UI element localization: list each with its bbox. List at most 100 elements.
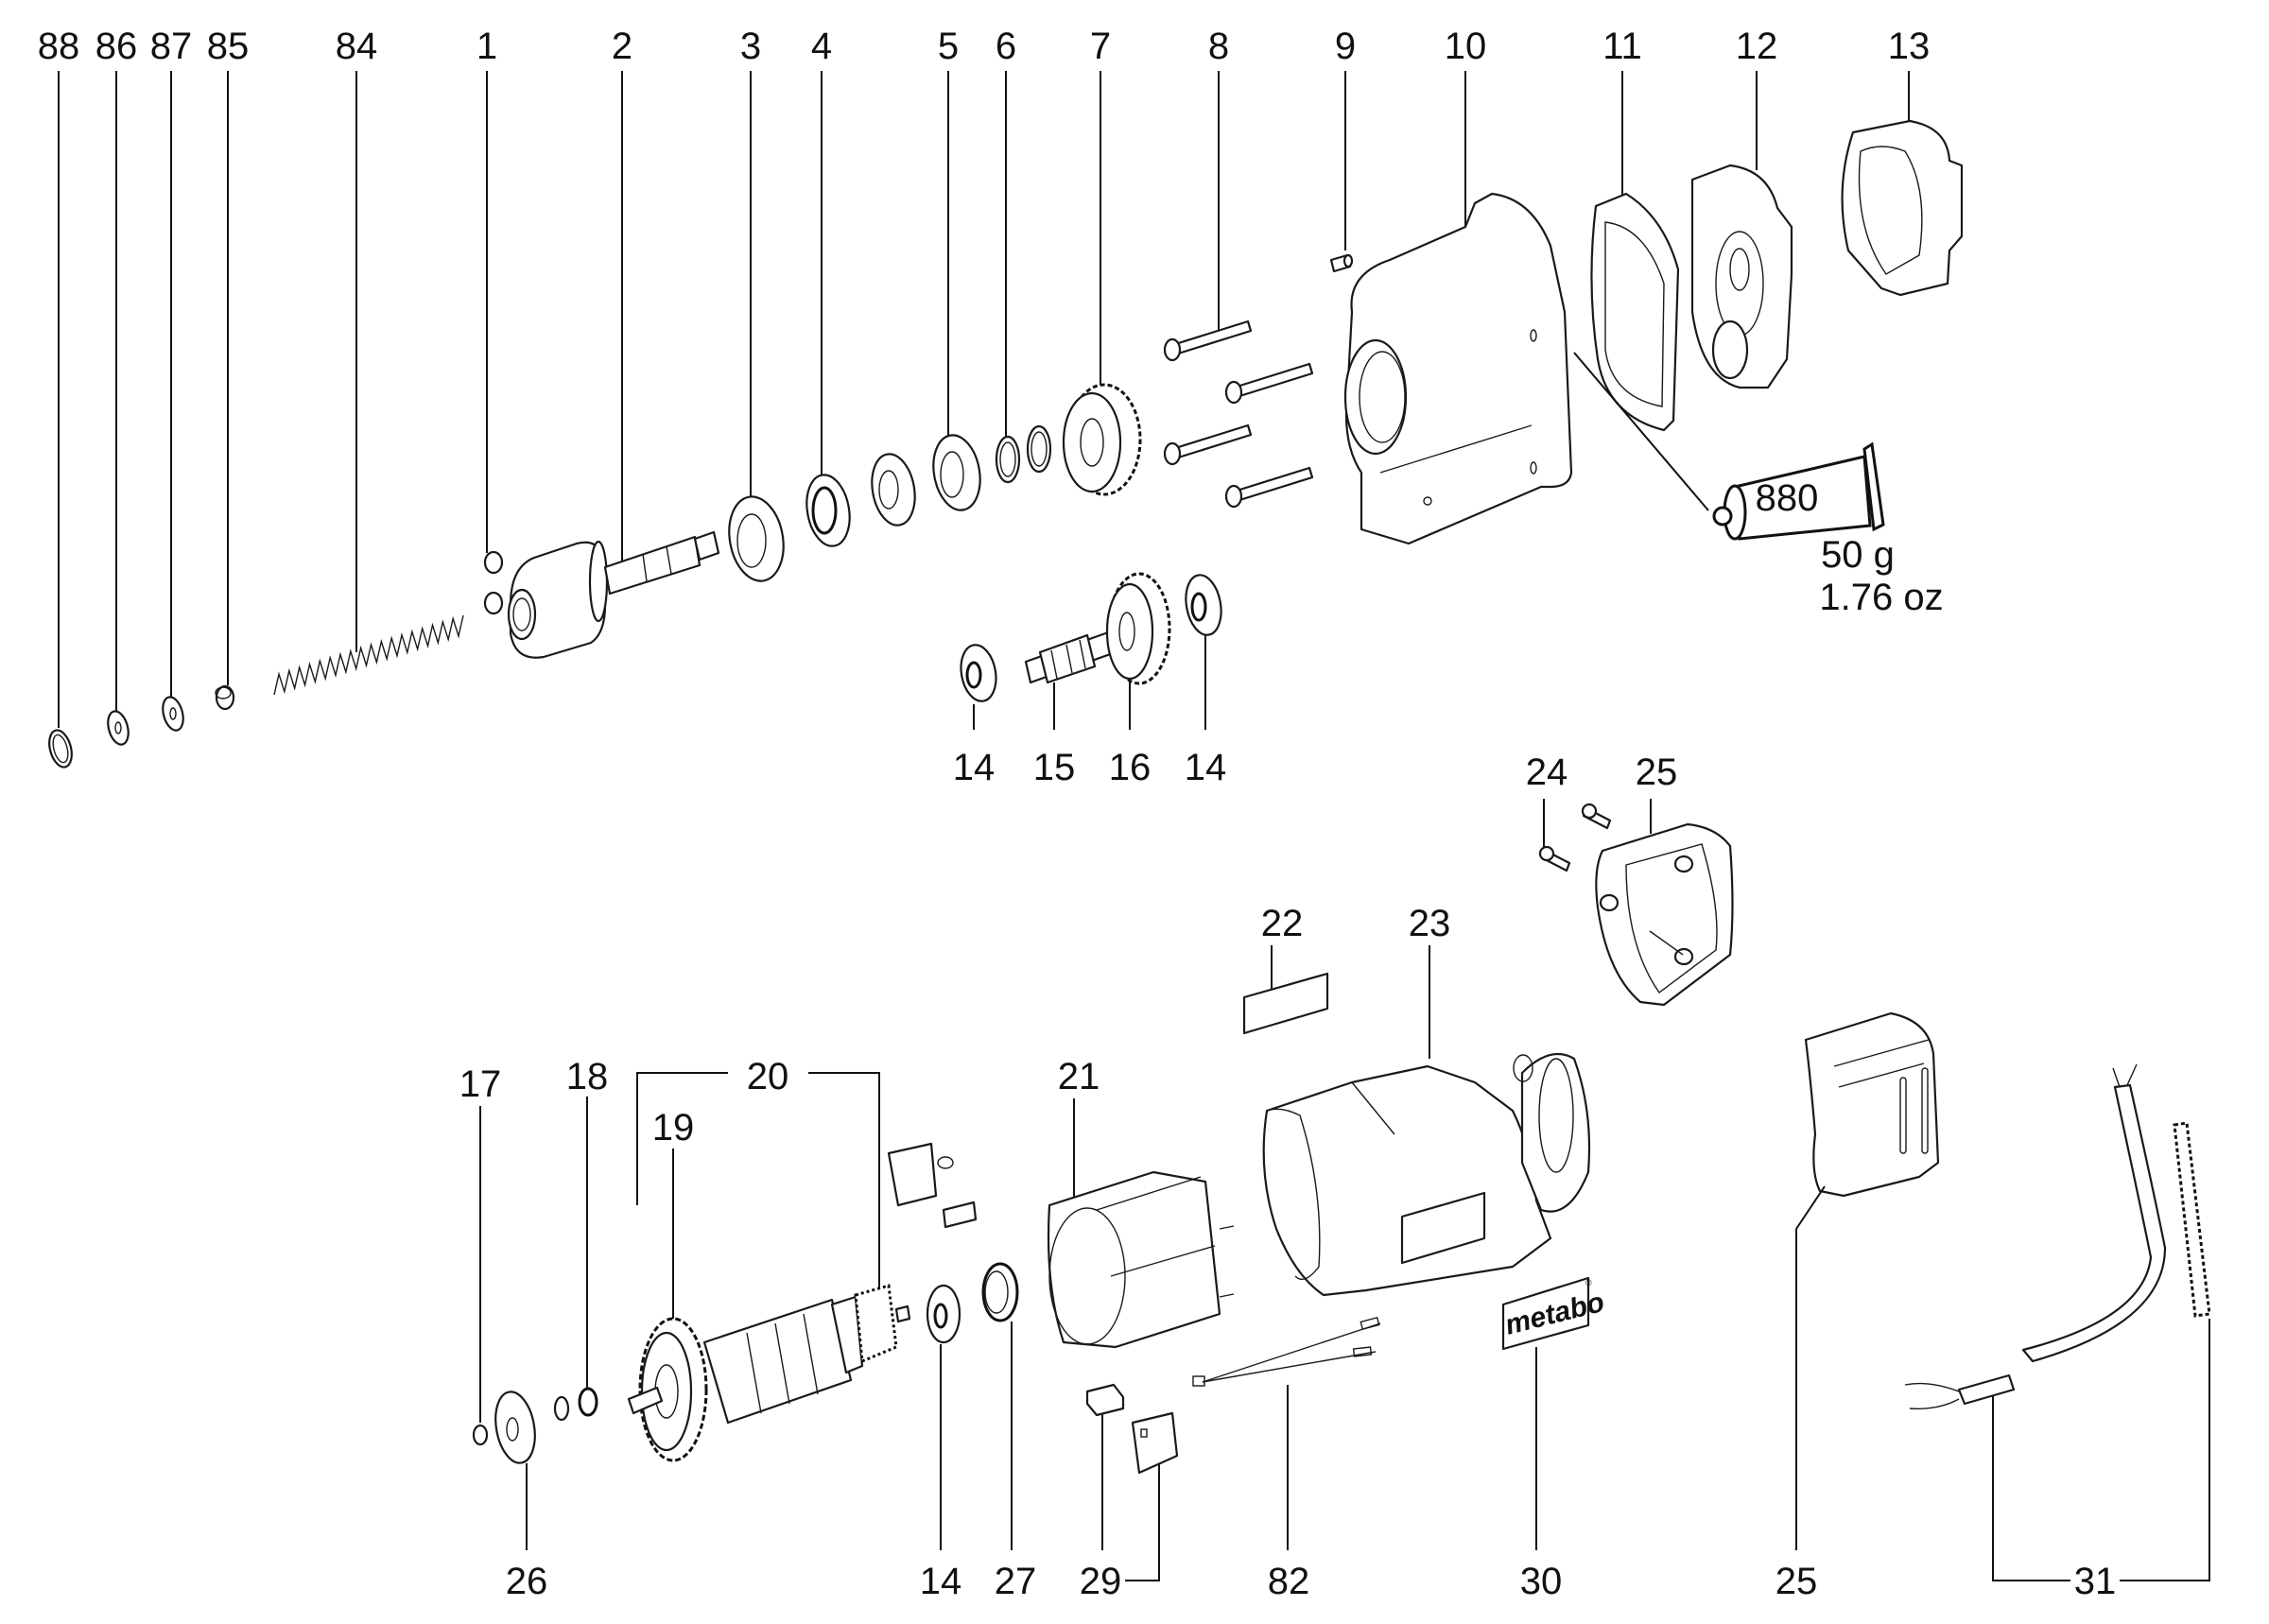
label-25b: 25 bbox=[1775, 1561, 1818, 1602]
grease-leader-line bbox=[1573, 352, 1709, 511]
part-30-metabo-badge: metabo ® bbox=[1502, 1276, 1607, 1351]
label-11: 11 bbox=[1602, 26, 1642, 67]
part-22-rating-plate bbox=[1242, 972, 1329, 1035]
label-85: 85 bbox=[207, 26, 250, 67]
label-29: 29 bbox=[1080, 1561, 1122, 1602]
part-84-spring bbox=[273, 614, 464, 696]
part-4-seal bbox=[805, 474, 851, 547]
label-17: 17 bbox=[459, 1063, 502, 1105]
part-85-plug bbox=[215, 684, 235, 711]
label-8: 8 bbox=[1208, 26, 1229, 67]
part-brush-holder-upper bbox=[887, 1142, 954, 1207]
label-1: 1 bbox=[476, 26, 497, 67]
part-sleeve bbox=[871, 453, 916, 527]
label-3: 3 bbox=[740, 26, 761, 67]
part-14-bearing-lower bbox=[926, 1284, 961, 1344]
label-14a: 14 bbox=[953, 747, 996, 788]
part-6-shims bbox=[995, 424, 1052, 484]
part-86-washer bbox=[107, 710, 130, 746]
part-carbon-brush-upper bbox=[942, 1201, 978, 1229]
label-21: 21 bbox=[1058, 1056, 1100, 1097]
part-23-motor-housing bbox=[1262, 1052, 1591, 1297]
part-17-circlip bbox=[472, 1424, 489, 1446]
label-4: 4 bbox=[811, 26, 832, 67]
label-18: 18 bbox=[566, 1056, 609, 1097]
part-14-bearing-right bbox=[1185, 574, 1222, 636]
leader-20-right bbox=[808, 1072, 880, 1290]
label-22: 22 bbox=[1261, 903, 1304, 944]
intermediate-shaft-group: 14 15 16 14 bbox=[953, 572, 1227, 788]
label-86: 86 bbox=[95, 26, 138, 67]
label-12: 12 bbox=[1736, 26, 1778, 67]
part-29-carbon-brush bbox=[1085, 1383, 1125, 1417]
part-31-power-cord bbox=[1904, 1063, 2167, 1409]
label-6: 6 bbox=[996, 26, 1016, 67]
part-brush-holder-lower bbox=[1131, 1411, 1179, 1475]
part-82-cable-set bbox=[1192, 1316, 1381, 1387]
label-25a: 25 bbox=[1636, 752, 1678, 793]
label-30: 30 bbox=[1520, 1561, 1563, 1602]
part-8-screws bbox=[1163, 320, 1314, 509]
bottom-row: 26 14 27 29 82 30 25 31 bbox=[506, 1319, 2210, 1602]
screw bbox=[1224, 362, 1314, 405]
part-1-balls bbox=[483, 550, 504, 615]
label-26: 26 bbox=[506, 1561, 548, 1602]
part-5-bearing bbox=[932, 434, 981, 511]
label-84: 84 bbox=[336, 26, 378, 67]
label-14c: 14 bbox=[920, 1561, 962, 1602]
label-87: 87 bbox=[150, 26, 193, 67]
label-27: 27 bbox=[995, 1561, 1037, 1602]
part-2-spindle bbox=[507, 530, 720, 659]
label-13: 13 bbox=[1888, 26, 1931, 67]
grease-tube: 880 50 g 1.76 oz bbox=[1573, 352, 1944, 618]
part-25-lower-cover bbox=[1795, 1011, 1940, 1550]
part-10-gear-housing bbox=[1343, 192, 1573, 545]
part-15-pinion-shaft bbox=[1024, 630, 1117, 684]
part-9-set-screw bbox=[1329, 253, 1354, 273]
grease-weight-metric: 50 g bbox=[1821, 534, 1895, 576]
part-25-upper-cover bbox=[1595, 822, 1734, 1007]
label-9: 9 bbox=[1335, 26, 1356, 67]
label-19: 19 bbox=[652, 1107, 695, 1149]
label-24: 24 bbox=[1526, 752, 1568, 793]
part-11-gasket bbox=[1590, 192, 1680, 432]
label-10: 10 bbox=[1445, 26, 1487, 67]
part-18-circlip bbox=[578, 1387, 598, 1417]
part-12-flange bbox=[1690, 164, 1793, 389]
registered-mark: ® bbox=[1585, 1278, 1592, 1287]
label-31: 31 bbox=[2074, 1561, 2117, 1602]
part-26-bearing bbox=[494, 1391, 536, 1464]
grease-code: 880 bbox=[1756, 477, 1819, 519]
leader-20-left bbox=[636, 1072, 728, 1205]
part-31-cord-protector bbox=[2173, 1121, 2211, 1318]
label-14b: 14 bbox=[1185, 747, 1227, 788]
motor-housing-group: 22 23 bbox=[1242, 903, 1591, 1297]
label-7: 7 bbox=[1090, 26, 1111, 67]
part-7-gear bbox=[1062, 383, 1142, 496]
part-27-rubber-ring bbox=[981, 1262, 1019, 1322]
screw bbox=[1163, 320, 1253, 362]
part-21-stator bbox=[1047, 1170, 1235, 1349]
top-row-leader-lines bbox=[58, 71, 1910, 728]
part-88-circlip bbox=[48, 729, 73, 769]
part-24-screws bbox=[1538, 803, 1612, 872]
top-row-labels: 88 86 87 85 84 1 2 3 4 5 6 7 8 9 10 11 1… bbox=[38, 26, 1931, 67]
label-16: 16 bbox=[1109, 747, 1152, 788]
screw bbox=[1163, 423, 1253, 466]
leader-25b-diag bbox=[1795, 1185, 1826, 1230]
label-2: 2 bbox=[612, 26, 632, 67]
part-3-bearing bbox=[728, 495, 785, 582]
part-87-washer bbox=[162, 696, 184, 732]
part-13-cover bbox=[1841, 119, 1964, 297]
label-88: 88 bbox=[38, 26, 80, 67]
leader-31-right bbox=[2120, 1319, 2210, 1581]
leader-31-left bbox=[1992, 1394, 2070, 1581]
screw bbox=[1224, 466, 1314, 509]
part-19-fan bbox=[627, 1317, 708, 1462]
leader-29b bbox=[1125, 1442, 1160, 1581]
label-82: 82 bbox=[1268, 1561, 1310, 1602]
part-20-armature bbox=[702, 1284, 911, 1425]
label-20: 20 bbox=[747, 1056, 789, 1097]
part-16-gear bbox=[1105, 572, 1171, 685]
